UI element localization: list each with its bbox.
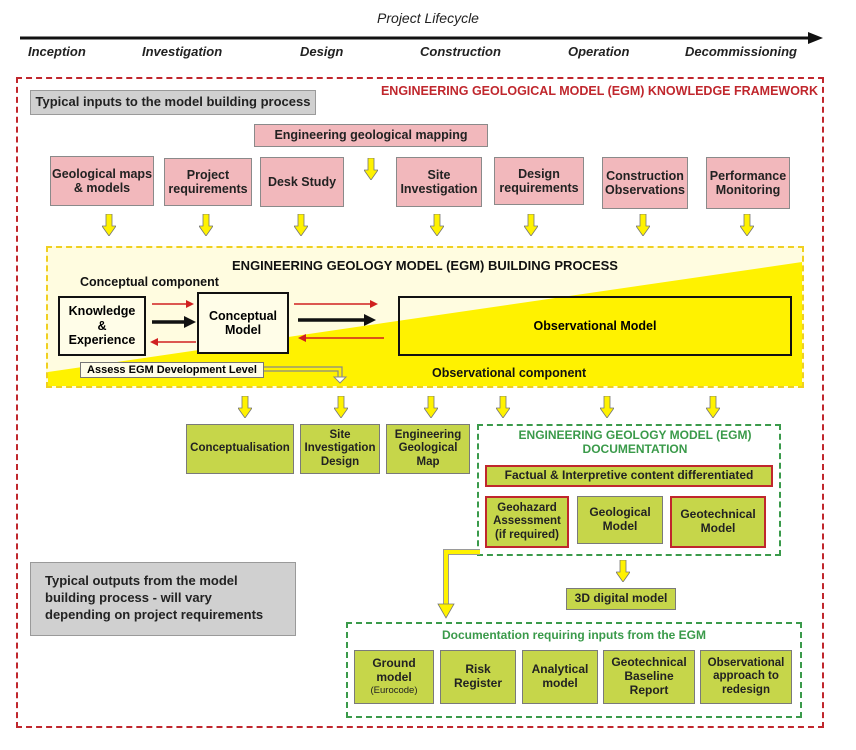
input-site-investigation: Site Investigation [396,157,482,207]
arrow-down-mapping [364,158,378,180]
arrow-down-output-4 [496,396,510,418]
input-desk-study: Desk Study [260,157,344,207]
input-construction-observations: Construction Observations [602,157,688,209]
inputs-label: Typical inputs to the model building pro… [30,90,316,115]
ground-model-box: Ground model (Eurocode) [354,650,434,704]
arrow-down-input-4 [430,214,444,236]
arrow-down-output-3 [424,396,438,418]
building-process-title: ENGINEERING GEOLOGY MODEL (EGM) BUILDING… [232,258,618,273]
conceptualisation-box: Conceptualisation [186,424,294,474]
conceptual-component-label: Conceptual component [80,275,219,289]
input-performance-monitoring: Performance Monitoring [706,157,790,209]
ground-model-sub: (Eurocode) [370,685,418,697]
observational-approach-box: Observational approach to redesign [700,650,792,704]
arrow-down-input-3 [294,214,308,236]
assess-arrow [264,366,348,384]
documentation-title: ENGINEERING GEOLOGY MODEL (EGM) DOCUMENT… [518,428,752,457]
risk-register-box: Risk Register [440,650,516,704]
outputs-label: Typical outputs from the model building … [30,562,296,636]
requiring-title: Documentation requiring inputs from the … [442,628,706,642]
input-project-requirements: Project requirements [164,158,252,206]
documentation-border [477,424,781,556]
arrow-down-input-1 [102,214,116,236]
stage-operation: Operation [568,44,630,59]
assess-box: Assess EGM Development Level [80,362,264,378]
observational-component-label: Observational component [432,366,587,380]
arrow-down-output-6 [706,396,720,418]
stage-design: Design [300,44,344,59]
geohazard-box: Geohazard Assessment (if required) [485,496,569,548]
arrow-down-input-5 [524,214,538,236]
arrow-down-input-6 [636,214,650,236]
stage-decommissioning: Decommissioning [685,44,797,59]
arrow-down-input-2 [199,214,213,236]
requiring-border [346,622,802,718]
lifecycle-arrow [20,32,823,44]
input-design-requirements: Design requirements [494,157,584,205]
lifecycle-title: Project Lifecycle [377,10,479,26]
observational-model-box: Observational Model [398,296,792,356]
arrow-down-output-2 [334,396,348,418]
mapping-box: Engineering geological mapping [254,124,488,147]
framework-border [16,77,824,728]
input-geological-maps: Geological maps & models [50,156,154,206]
stage-construction: Construction [420,44,501,59]
arrow-down-input-7 [740,214,754,236]
stage-investigation: Investigation [142,44,223,59]
si-design-box: Site Investigation Design [300,424,380,474]
eg-map-box: Engineering Geological Map [386,424,470,474]
geotechnical-model-box: Geotechnical Model [670,496,766,548]
arrow-down-digital [616,560,630,582]
framework-title: ENGINEERING GEOLOGICAL MODEL (EGM) KNOWL… [380,84,818,98]
arrow-down-output-5 [600,396,614,418]
gbr-box: Geotechnical Baseline Report [603,650,695,704]
geological-model-box: Geological Model [577,496,663,544]
knowledge-box: Knowledge & Experience [58,296,146,356]
process-arrows [150,300,384,346]
arrow-down-output-1 [238,396,252,418]
conceptual-model-box: Conceptual Model [197,292,289,354]
stage-inception: Inception [28,44,86,59]
factual-box: Factual & Interpretive content different… [485,465,773,487]
documentation-l-arrow [437,549,480,619]
analytical-model-box: Analytical model [522,650,598,704]
ground-model-label: Ground model [372,655,416,684]
digital-model-box: 3D digital model [566,588,676,610]
